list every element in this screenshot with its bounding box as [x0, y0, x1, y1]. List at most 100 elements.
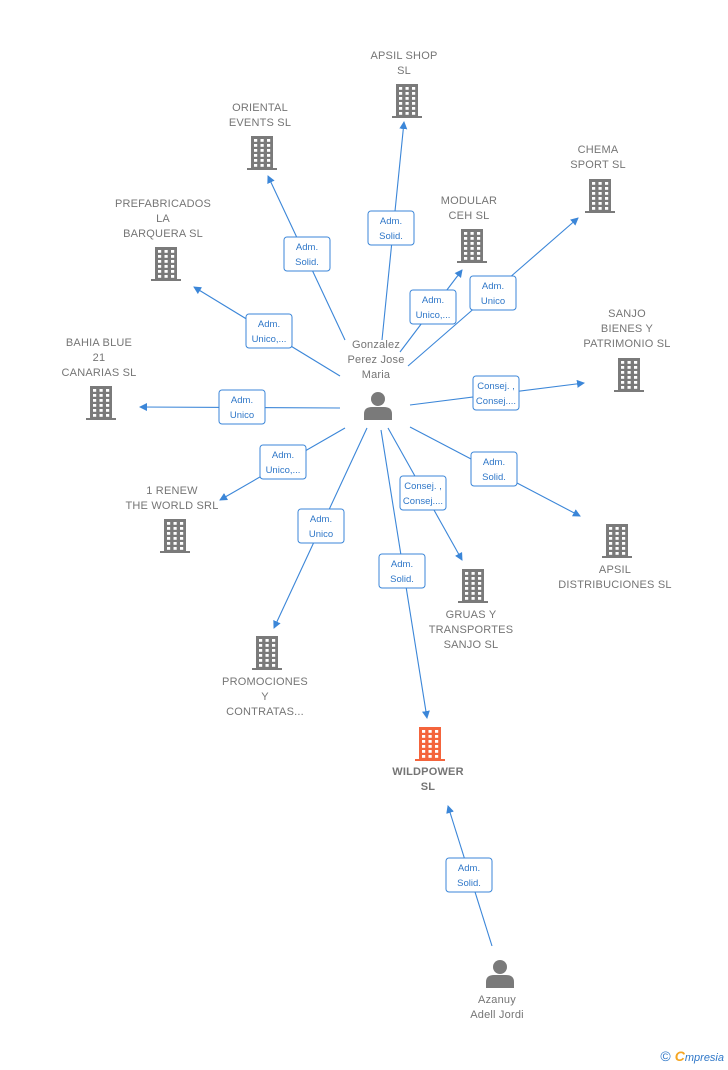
company-node-sanjo_bienes[interactable]: SANJO BIENES Y PATRIMONIO SL — [583, 308, 670, 392]
edge-label-box — [469, 275, 517, 311]
node-label: BIENES Y — [601, 323, 654, 335]
edge-label-box — [259, 444, 307, 480]
node-label: APSIL SHOP — [370, 50, 437, 62]
company-node-gruas[interactable]: GRUAS Y TRANSPORTES SANJO SL — [429, 569, 514, 651]
node-label: BAHIA BLUE — [66, 337, 132, 349]
node-label: EVENTS SL — [229, 117, 291, 129]
node-label: Maria — [362, 369, 391, 381]
edge-label-box — [409, 289, 457, 325]
edge-label-modular[interactable]: Adm. Unico,... — [409, 289, 457, 325]
person-icon — [486, 960, 514, 988]
edge-label-text: Adm. — [380, 216, 402, 227]
building-icon — [458, 569, 488, 603]
building-icon — [247, 136, 277, 170]
company-node-promociones[interactable]: PROMOCIONESYCONTRATAS... — [222, 636, 308, 718]
node-label: ORIENTAL — [232, 102, 288, 114]
edge-label-gruas[interactable]: Consej. ,Consej.... — [399, 475, 447, 511]
node-label: PROMOCIONES — [222, 676, 308, 688]
company-node-apsil_shop[interactable]: APSIL SHOP SL — [370, 50, 437, 118]
building-icon — [602, 524, 632, 558]
edge-label-box — [445, 857, 493, 893]
building-icon — [392, 84, 422, 118]
node-label: 1 RENEW — [146, 485, 198, 497]
edge-label-text: Consej.... — [403, 496, 443, 507]
node-label: 21 — [93, 352, 106, 364]
node-label: CEH SL — [449, 210, 490, 222]
node-label: SANJO — [608, 308, 646, 320]
node-label: SL — [397, 65, 411, 77]
edge-label-text: Adm. — [231, 395, 253, 406]
edge-label-text: Adm. — [296, 242, 318, 253]
edge-label-text: Unico,... — [252, 334, 287, 345]
edge-label-text: Solid. — [457, 878, 481, 889]
node-label: SANJO SL — [444, 639, 499, 651]
edge-label-box — [472, 375, 520, 411]
node-label: Gonzalez — [352, 339, 400, 351]
edge-labels-layer: Adm.Solid.Adm.Solid.Adm.UnicoAdm.Unico,.… — [218, 210, 520, 893]
edge-label-oriental[interactable]: Adm.Solid. — [283, 236, 331, 272]
edge-label-promociones[interactable]: Adm.Unico — [297, 508, 345, 544]
brand-footer[interactable]: © Cmpresia — [660, 1048, 724, 1064]
node-label: DISTRIBUCIONES SL — [558, 579, 671, 591]
company-node-oriental[interactable]: ORIENTAL EVENTS SL — [229, 102, 291, 170]
edges-layer — [139, 121, 585, 947]
edge-label-text: Adm. — [422, 295, 444, 306]
edge-label-text: Adm. — [272, 450, 294, 461]
building-icon — [585, 179, 615, 213]
edge-label-text: Adm. — [482, 281, 504, 292]
edge-label-box — [218, 389, 266, 425]
copyright-icon: © — [660, 1048, 671, 1064]
edge-label-chema[interactable]: Adm.Unico — [469, 275, 517, 311]
edge-label-box — [399, 475, 447, 511]
company-node-wildpower[interactable]: WILDPOWER SL — [392, 727, 464, 793]
node-label: Azanuy — [478, 994, 516, 1006]
node-label: Adell Jordi — [470, 1009, 524, 1021]
edge-label-box — [297, 508, 345, 544]
building-icon — [160, 519, 190, 553]
node-label: SL — [421, 781, 436, 793]
node-label: BARQUERA SL — [123, 228, 203, 240]
edge-label-text: Unico — [309, 529, 333, 540]
node-label: CHEMA — [578, 144, 619, 156]
edge-label-text: Solid. — [482, 472, 506, 483]
edge-label-box — [378, 553, 426, 589]
node-label: CANARIAS SL — [62, 367, 137, 379]
edge-label-renew[interactable]: Adm.Unico,... — [259, 444, 307, 480]
edge-label-box — [283, 236, 331, 272]
edge-label-text: Solid. — [379, 231, 403, 242]
edge-label-box — [245, 313, 293, 349]
node-label: GRUAS Y — [446, 609, 497, 621]
edge-label-box — [367, 210, 415, 246]
brand-logo: Cmpresia — [674, 1048, 724, 1064]
node-label: Y — [261, 691, 269, 703]
edge-label-sanjo_bienes[interactable]: Consej. ,Consej.... — [472, 375, 520, 411]
edge-label-wildpower[interactable]: Adm.Solid. — [378, 553, 426, 589]
building-icon — [252, 636, 282, 670]
edge-label-apsil_shop[interactable]: Adm. Solid. — [367, 210, 415, 246]
node-label: LA — [156, 213, 170, 225]
edge-label-apsil_dist[interactable]: Adm. Solid. — [470, 451, 518, 487]
edge-label-text: Unico — [230, 410, 254, 421]
edge-label-bahia[interactable]: Adm. Unico — [218, 389, 266, 425]
edge-label-wildpower[interactable]: Adm.Solid. — [445, 857, 493, 893]
node-label: PATRIMONIO SL — [583, 338, 670, 350]
edge-label-text: Solid. — [390, 574, 414, 585]
edge-label-text: Consej. , — [477, 381, 515, 392]
node-label: TRANSPORTES — [429, 624, 514, 636]
edge-label-text: Adm. — [483, 457, 505, 468]
building-icon — [151, 247, 181, 281]
edge-label-text: Unico,... — [416, 310, 451, 321]
edge-label-prefabricados[interactable]: Adm.Unico,... — [245, 313, 293, 349]
node-label: WILDPOWER — [392, 766, 463, 778]
building-icon — [86, 386, 116, 420]
